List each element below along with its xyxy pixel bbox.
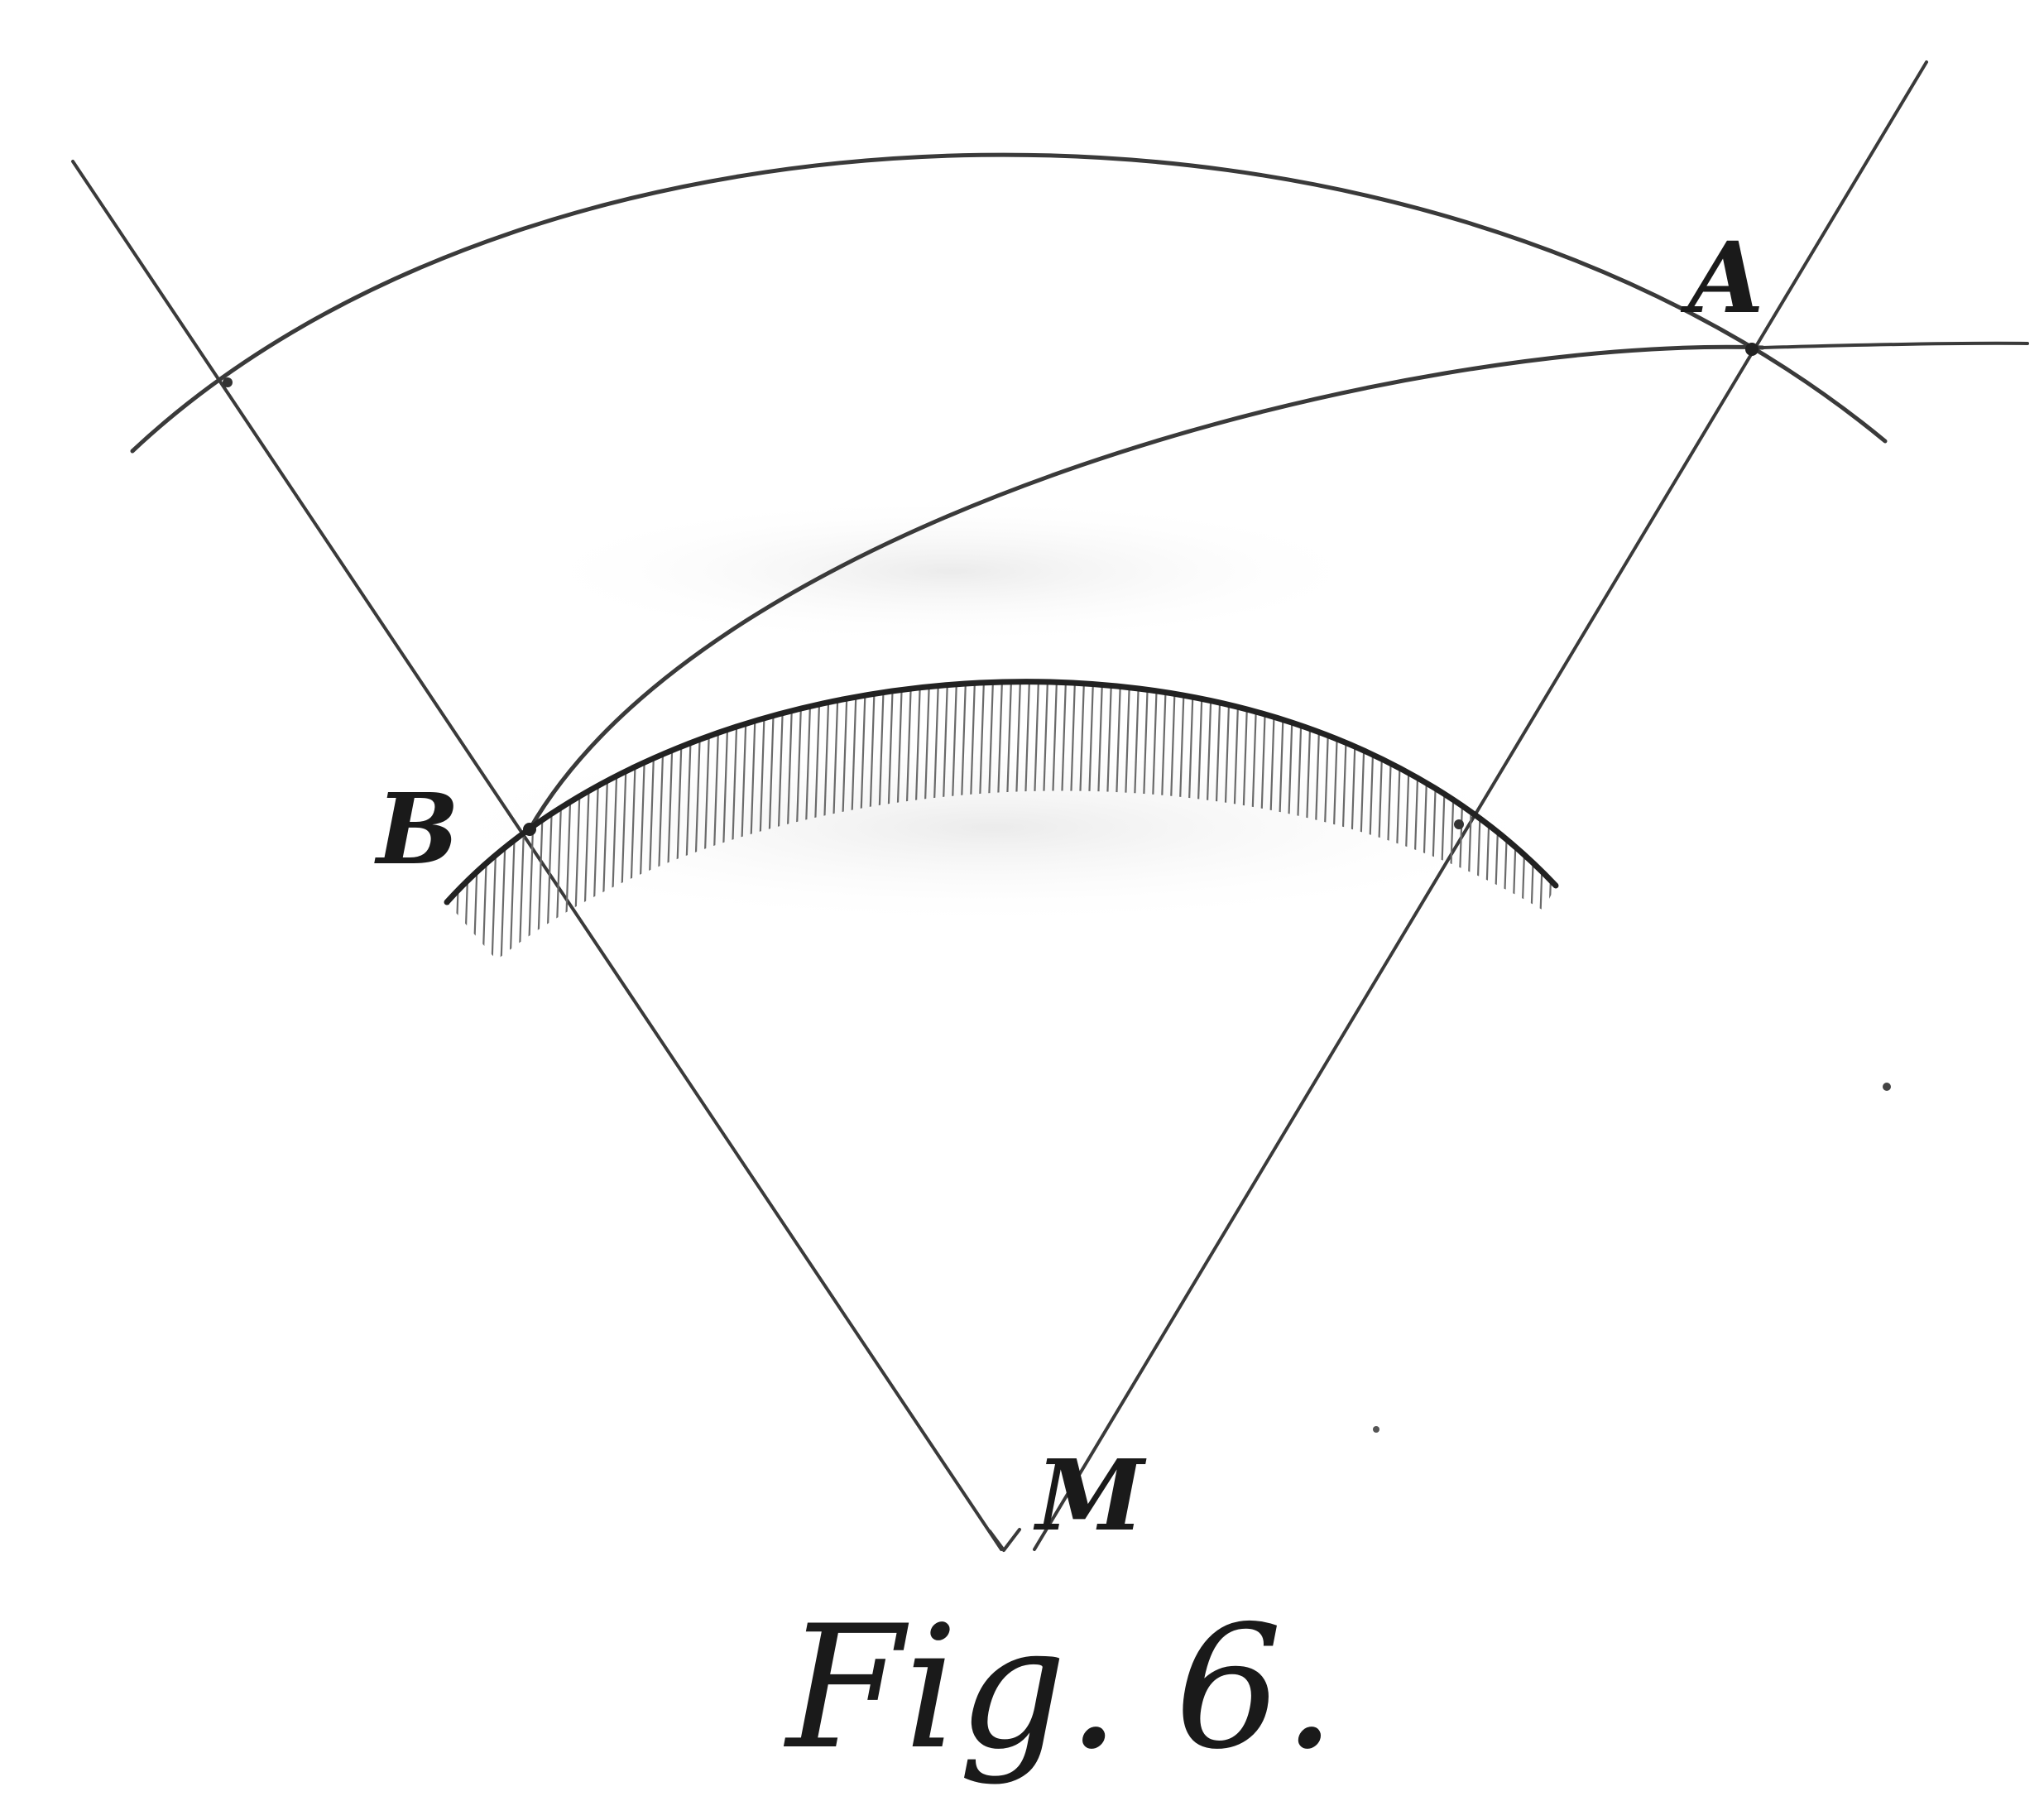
- outer-arc: [130, 152, 1888, 454]
- point-b-marker: [523, 823, 536, 836]
- arc-a-extension: [1761, 341, 2029, 349]
- inner-arc: [444, 679, 1559, 905]
- stray-dot: [1883, 1083, 1891, 1091]
- intersection-marker: [223, 377, 233, 387]
- left-radius-line: [71, 160, 1003, 1551]
- point-b-label: B: [374, 771, 459, 886]
- paper-smudge: [414, 728, 1572, 927]
- right-radius-line: [1033, 60, 1928, 1551]
- intersection-marker: [1454, 819, 1464, 829]
- point-a-label: A: [1680, 220, 1764, 335]
- paper-smudge: [521, 497, 1382, 646]
- stray-dot: [1373, 1426, 1379, 1433]
- point-m-label: M: [1033, 1438, 1147, 1553]
- apex-m: [988, 1528, 1021, 1552]
- arc-b-to-a: [527, 344, 1765, 832]
- point-a-marker: [1745, 343, 1759, 356]
- figure-caption: Fig. 6.: [783, 1590, 1336, 1787]
